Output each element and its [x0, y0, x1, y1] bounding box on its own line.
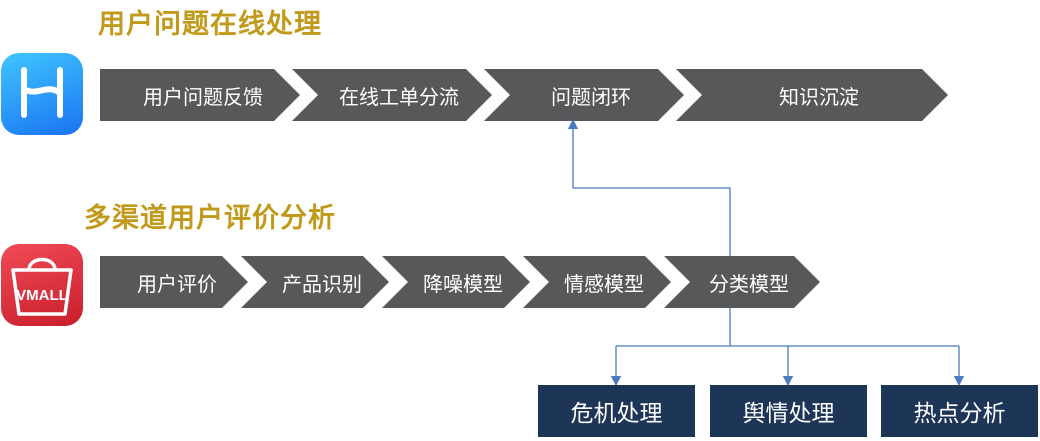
step-label: 用户问题反馈 [143, 84, 263, 109]
step-ticket-routing: 在线工单分流 [292, 69, 492, 121]
vmall-app-icon: VMALL [1, 244, 83, 326]
outcome-opinion-handling: 舆情处理 [710, 385, 867, 437]
online-handling-title: 用户问题在线处理 [98, 9, 322, 40]
step-label: 问题闭环 [551, 84, 631, 109]
step-issue-closure: 问题闭环 [484, 69, 684, 121]
step-denoise-model: 降噪模型 [382, 256, 530, 308]
step-classification-model: 分类模型 [664, 256, 820, 308]
step-label: 用户评价 [137, 271, 217, 296]
step-label: 知识沉淀 [779, 84, 859, 109]
step-knowledge-base: 知识沉淀 [676, 69, 948, 121]
step-user-feedback: 用户问题反馈 [100, 69, 300, 121]
outcome-crisis-handling: 危机处理 [538, 385, 695, 437]
step-user-review: 用户评价 [100, 256, 248, 308]
vmall-logo-text: VMALL [16, 287, 68, 304]
step-label: 产品识别 [282, 271, 362, 296]
multichannel-review-title: 多渠道用户评价分析 [84, 203, 336, 234]
support-logo-icon [21, 67, 63, 118]
support-app-icon [1, 53, 83, 135]
step-label: 情感模型 [564, 271, 644, 296]
outcome-hotspot-analysis: 热点分析 [881, 385, 1038, 437]
step-label: 分类模型 [709, 271, 789, 296]
connector-to-issue-closure [567, 118, 731, 256]
step-label: 降噪模型 [423, 271, 503, 296]
shopping-bag-icon: VMALL [11, 257, 73, 316]
step-label: 在线工单分流 [339, 84, 459, 109]
